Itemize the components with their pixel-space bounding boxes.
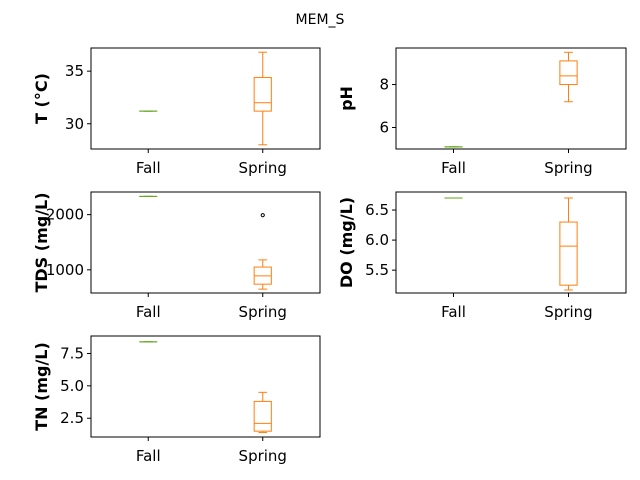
- temperature-ylabel: T (°C): [32, 73, 51, 124]
- tds-ytick-label: 1000: [46, 261, 84, 279]
- tn-ytick-label: 2.5: [60, 409, 84, 427]
- tn-xtick-label-fall: Fall: [136, 447, 161, 465]
- tds-ytick-label: 2000: [46, 206, 84, 224]
- do-ytick-label: 6.5: [365, 201, 389, 219]
- temperature-xtick-label-spring: Spring: [239, 159, 287, 177]
- tn-box-spring: [253, 391, 272, 433]
- do-ytick-label: 6.0: [365, 231, 389, 249]
- do-axes-frame: [395, 191, 627, 294]
- temperature-ytick-label: 30: [65, 115, 84, 133]
- ph-axes-frame: [395, 47, 627, 150]
- tds-ylabel: TDS (mg/L): [32, 192, 51, 292]
- ph-xtick-label-fall: Fall: [441, 159, 466, 177]
- temperature-ytick-label: 35: [65, 62, 84, 80]
- iqr-box: [559, 60, 578, 86]
- iqr-box: [559, 221, 578, 286]
- iqr-box: [253, 400, 272, 432]
- tds-xtick-label-fall: Fall: [136, 303, 161, 321]
- do-ytick-label: 5.5: [365, 261, 389, 279]
- temperature-xtick-label-fall: Fall: [136, 159, 161, 177]
- figure-title: MEM_S: [296, 12, 345, 28]
- tn-ylabel: TN (mg/L): [32, 342, 51, 431]
- outlier-point: [260, 213, 265, 218]
- do-xtick-label-fall: Fall: [441, 303, 466, 321]
- tds-axes-frame: [90, 191, 321, 294]
- iqr-box: [253, 76, 272, 112]
- temperature-axes-frame: [90, 47, 321, 150]
- temperature-box-spring: [253, 51, 272, 146]
- tn-ytick-label: 5.0: [60, 377, 84, 395]
- do-box-spring: [559, 197, 578, 291]
- tds-xtick-label-spring: Spring: [239, 303, 287, 321]
- tn-axes-frame: [90, 335, 321, 438]
- tn-ytick-label: 7.5: [60, 344, 84, 362]
- ph-xtick-label-spring: Spring: [544, 159, 592, 177]
- tds-box-spring: [253, 213, 272, 290]
- ph-ylabel: pH: [337, 86, 356, 111]
- tn-xtick-label-spring: Spring: [239, 447, 287, 465]
- do-xtick-label-spring: Spring: [544, 303, 592, 321]
- ph-ytick-label: 8: [379, 76, 389, 94]
- ph-box-spring: [559, 51, 578, 103]
- ph-ytick-label: 6: [379, 119, 389, 137]
- do-ylabel: DO (mg/L): [337, 197, 356, 288]
